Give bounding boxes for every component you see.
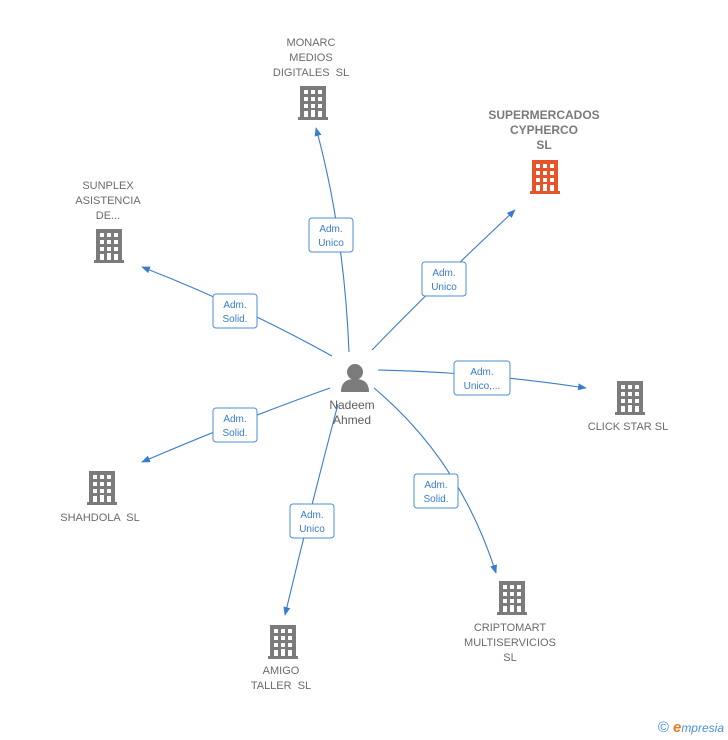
edges-layer	[141, 127, 587, 616]
company-name-line: CRIPTOMART	[474, 622, 547, 634]
role-badge-line: Unico,...	[464, 381, 501, 392]
building-icon	[497, 581, 527, 615]
company-name-line: SHAHDOLA SL	[60, 512, 139, 524]
building-icon	[530, 160, 560, 194]
company-name-line: TALLER SL	[251, 680, 311, 692]
person-name-line-1: Nadeem	[329, 398, 374, 412]
company-name-line: SL	[536, 138, 551, 152]
center-person-node[interactable]: Nadeem Ahmed	[329, 364, 375, 427]
company-node-monarc[interactable]: MONARC MEDIOS DIGITALES SL	[273, 37, 349, 120]
role-badge-monarc[interactable]: Adm. Unico	[308, 217, 354, 253]
company-name-line: CLICK STAR SL	[588, 421, 669, 433]
role-badge-box	[413, 473, 459, 509]
role-badge-line: Adm.	[470, 367, 493, 378]
company-name-line: DIGITALES SL	[273, 67, 349, 79]
role-badge-box	[212, 293, 258, 329]
company-name-line: MONARC	[287, 37, 336, 49]
building-icon	[94, 229, 124, 263]
building-icon	[615, 381, 645, 415]
company-node-criptomart[interactable]: CRIPTOMART MULTISERVICIOS SL	[464, 581, 556, 664]
company-node-amigo[interactable]: AMIGO TALLER SL	[251, 625, 311, 692]
company-name-line: ASISTENCIA	[75, 195, 141, 207]
company-name-line: SUPERMERCADOS	[488, 108, 599, 122]
role-badge-line: Solid.	[222, 428, 247, 439]
brand-logo-initial: e	[672, 719, 682, 736]
footer-brand: ©empresia	[658, 719, 724, 736]
company-name-line: CYPHERCO	[510, 123, 578, 137]
role-badge-line: Adm.	[319, 224, 342, 235]
role-badge-supermercados[interactable]: Adm. Unico	[421, 261, 467, 297]
role-badge-shahdola[interactable]: Adm. Solid.	[212, 407, 258, 443]
company-name-line: DE...	[96, 210, 120, 222]
role-badge-box	[421, 261, 467, 297]
building-icon	[268, 625, 298, 659]
role-badge-box	[212, 407, 258, 443]
role-badge-line: Adm.	[300, 510, 323, 521]
building-icon	[87, 471, 117, 505]
role-badge-line: Adm.	[424, 480, 447, 491]
copyright-icon: ©	[657, 719, 669, 736]
company-node-sunplex[interactable]: SUNPLEX ASISTENCIA DE...	[75, 180, 141, 263]
role-badge-sunplex[interactable]: Adm. Solid.	[212, 293, 258, 329]
nodes-layer: MONARC MEDIOS DIGITALES SL SUPERMERCADOSCYP…	[60, 37, 668, 692]
building-icon	[298, 86, 328, 120]
edge-criptomart	[373, 387, 497, 574]
role-badge-line: Adm.	[223, 300, 246, 311]
role-badge-line: Unico	[318, 238, 344, 249]
role-badge-line: Solid.	[222, 314, 247, 325]
company-node-clickstar[interactable]: CLICK STAR SL	[588, 381, 669, 433]
company-node-shahdola[interactable]: SHAHDOLA SL	[60, 471, 140, 524]
company-name-line: MEDIOS	[289, 52, 332, 64]
role-badge-criptomart[interactable]: Adm. Solid.	[413, 473, 459, 509]
role-badge-line: Solid.	[423, 494, 448, 505]
company-name-line: AMIGO	[263, 665, 300, 677]
role-badge-box	[308, 217, 354, 253]
company-name-line: MULTISERVICIOS	[464, 637, 556, 649]
edge-labels-layer: Adm.UnicoAdm.UnicoAdm.Solid.Adm.Unico,..…	[212, 217, 511, 539]
role-badge-box	[289, 503, 335, 539]
role-badge-line: Unico	[431, 282, 457, 293]
brand-logo-text: mpresia	[681, 721, 724, 735]
role-badge-amigo[interactable]: Adm. Unico	[289, 503, 335, 539]
person-name-line-2: Ahmed	[333, 413, 371, 427]
person-icon	[341, 364, 369, 392]
role-badge-line: Unico	[299, 524, 325, 535]
role-badge-line: Adm.	[432, 268, 455, 279]
company-name-line: SL	[503, 652, 516, 664]
role-badge-line: Adm.	[223, 414, 246, 425]
role-badge-box	[453, 360, 511, 396]
company-name-line: SUNPLEX	[82, 180, 134, 192]
role-badge-clickstar[interactable]: Adm. Unico,...	[453, 360, 511, 396]
